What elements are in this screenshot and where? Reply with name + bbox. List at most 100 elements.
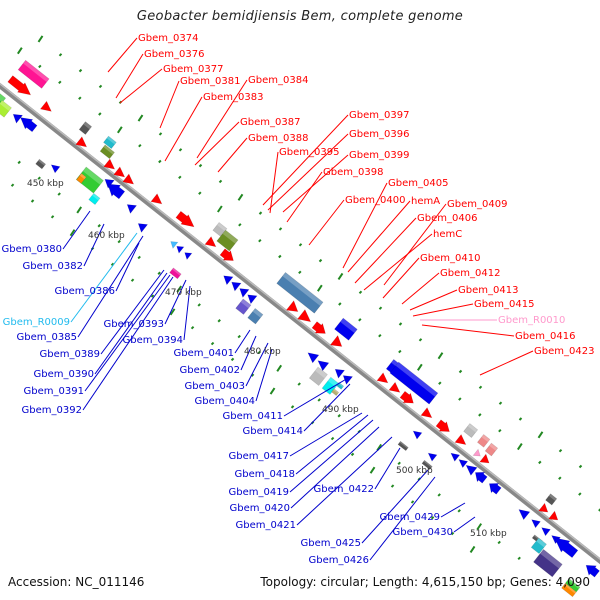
major-tick xyxy=(237,193,244,201)
gene-box-shade xyxy=(481,434,490,443)
minor-tick xyxy=(198,163,203,168)
gene-label: Gbem_0410 xyxy=(420,253,480,264)
gene-box xyxy=(397,440,409,452)
gene-arrow xyxy=(7,75,32,96)
reverse-gene-feature xyxy=(247,294,258,305)
major-tick xyxy=(76,206,83,214)
forward-gene-feature xyxy=(472,448,481,457)
gene-arrow xyxy=(104,178,115,189)
leader-line xyxy=(440,502,466,518)
gene-label: Gbem_0409 xyxy=(447,199,507,210)
forward-gene-feature xyxy=(219,248,234,261)
minor-tick xyxy=(518,417,523,421)
gene-label: Gbem_0406 xyxy=(417,213,477,224)
reverse-gene-feature xyxy=(334,368,346,379)
reverse-gene-feature xyxy=(427,452,438,462)
reverse-gene-feature xyxy=(170,241,179,250)
gene-box xyxy=(103,135,117,150)
gene-box-shade xyxy=(423,460,433,468)
reverse-gene-feature xyxy=(421,459,433,471)
gene-label: Gbem_0376 xyxy=(144,49,204,60)
leader-line xyxy=(342,182,388,269)
gene-arrow xyxy=(204,235,217,248)
gene-label: Gbem_0417 xyxy=(229,451,289,462)
gene-arrow xyxy=(412,430,423,440)
major-tick xyxy=(137,114,144,122)
minor-tick xyxy=(157,271,161,275)
leader-line xyxy=(100,269,165,355)
forward-gene-feature xyxy=(454,433,467,446)
gene-label: Gbem_0383 xyxy=(203,92,263,103)
leader-line xyxy=(115,53,144,99)
gene-label: Gbem_0425 xyxy=(301,538,361,549)
gene-label: Gbem_0387 xyxy=(240,117,300,128)
reverse-gene-feature xyxy=(231,281,242,292)
leader-line xyxy=(164,96,203,162)
gene-label: Gbem_0400 xyxy=(345,195,405,206)
minor-tick xyxy=(437,493,441,497)
forward-gene-feature xyxy=(297,309,312,323)
gene-arrow xyxy=(317,360,330,372)
gene-arrow xyxy=(176,245,185,254)
minor-tick xyxy=(378,333,382,338)
gene-arrow xyxy=(311,321,326,334)
minor-tick xyxy=(398,322,403,326)
gene-box-shade xyxy=(82,166,104,185)
gene-label: hemA xyxy=(411,196,440,207)
major-tick xyxy=(537,431,544,439)
gene-label: Gbem_0422 xyxy=(314,484,374,495)
leader-line xyxy=(62,210,91,250)
minor-tick xyxy=(558,476,562,480)
leader-line xyxy=(290,426,380,509)
gene-box-shade xyxy=(222,230,239,244)
kbp-tick-label: 500 kbp xyxy=(396,466,433,476)
gene-label: Gbem_0388 xyxy=(248,133,308,144)
minor-tick xyxy=(458,397,462,401)
leader-line xyxy=(295,414,369,475)
gene-arrow xyxy=(175,210,195,228)
gene-box-shade xyxy=(540,549,563,569)
gene-arrow xyxy=(219,248,234,261)
reverse-gene-feature xyxy=(137,223,149,233)
gene-arrow xyxy=(334,368,346,379)
forward-gene-feature xyxy=(103,158,116,170)
leader-line xyxy=(453,516,476,533)
gene-label: Gbem_0414 xyxy=(243,426,303,437)
gene-box-shade xyxy=(333,388,339,394)
major-tick xyxy=(276,364,283,372)
gene-box xyxy=(99,144,115,160)
gene-box xyxy=(76,173,87,184)
forward-gene-feature xyxy=(122,173,135,185)
leader-line xyxy=(354,217,417,284)
major-tick xyxy=(516,442,523,451)
minor-tick xyxy=(197,303,201,307)
leader-line xyxy=(409,289,458,311)
forward-gene-feature xyxy=(537,502,549,513)
forward-gene-feature xyxy=(420,407,433,419)
leader-line xyxy=(262,114,349,206)
gene-box xyxy=(78,121,93,135)
minor-tick xyxy=(578,464,583,469)
gene-box-shade xyxy=(83,121,92,130)
gene-label: Gbem_0399 xyxy=(349,150,409,161)
minor-tick xyxy=(298,270,302,275)
gene-label: Gbem_0395 xyxy=(279,147,339,158)
forward-gene-feature xyxy=(113,166,126,178)
reverse-gene-feature xyxy=(450,452,461,462)
minor-tick xyxy=(58,80,62,85)
gene-label: Gbem_0381 xyxy=(180,76,240,87)
gene-box xyxy=(561,582,577,598)
gene-arrow xyxy=(547,510,559,521)
gene-arrow xyxy=(465,464,478,476)
forward-gene-feature xyxy=(78,121,93,135)
minor-tick xyxy=(258,211,263,215)
minor-tick xyxy=(258,238,262,243)
gene-box xyxy=(463,423,479,439)
major-tick xyxy=(176,285,183,293)
minor-tick xyxy=(337,414,341,418)
minor-tick xyxy=(430,516,435,520)
gene-arrow xyxy=(454,433,467,446)
leader-line xyxy=(77,235,144,338)
reverse-gene-feature xyxy=(184,252,193,261)
gene-label: Gbem_0430 xyxy=(393,527,453,538)
